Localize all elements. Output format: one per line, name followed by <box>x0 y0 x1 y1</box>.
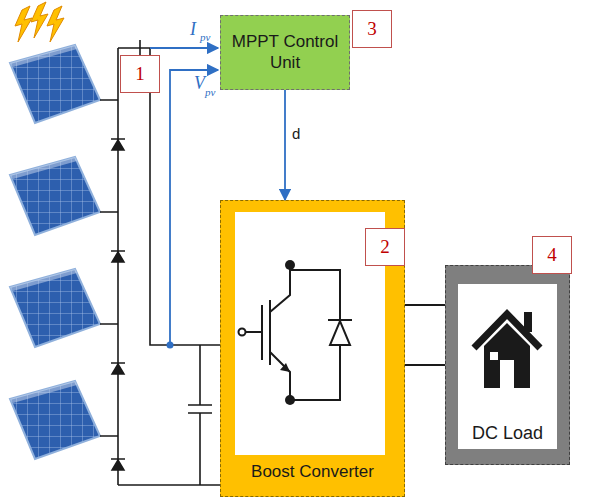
box-label: MPPT Control Unit <box>227 32 343 73</box>
load-fill <box>445 265 570 465</box>
callout-number: 3 <box>352 10 392 48</box>
callout-number: 2 <box>380 236 390 258</box>
signal-subscript: pv <box>205 86 215 98</box>
sun-rays <box>15 2 64 42</box>
duty-signal-arrow <box>284 90 286 200</box>
callout-number: 2 <box>365 228 405 266</box>
dc-wire <box>405 304 445 306</box>
signal-label: d <box>290 125 302 142</box>
sensing-lines <box>150 48 218 345</box>
callout-number: 4 <box>547 244 557 266</box>
load-panel <box>458 284 557 449</box>
boost-fill <box>220 200 405 497</box>
signal-name: V <box>194 73 205 94</box>
box-label: DC Load <box>472 423 543 444</box>
sense-dot <box>167 342 174 349</box>
callout-number: 1 <box>135 63 145 85</box>
house-icon <box>474 312 540 388</box>
load-box: DC Load <box>445 265 570 465</box>
emitter-dot <box>285 395 295 405</box>
control-box: MPPT Control Unit <box>220 15 350 90</box>
callout-number: 4 <box>532 236 572 274</box>
bypass-diodes <box>111 139 125 470</box>
emitter-arrow <box>280 363 290 372</box>
igbt-symbol <box>239 265 353 400</box>
signal-name: I <box>190 19 196 40</box>
callout-number: 1 <box>120 55 160 93</box>
collector-dot <box>285 260 295 270</box>
dc-wire <box>405 364 445 366</box>
solar-panels <box>10 45 100 459</box>
callout-number: 3 <box>367 18 377 40</box>
box-label: Boost Converter <box>251 462 374 482</box>
switch-panel <box>235 212 385 455</box>
signal-subscript: pv <box>200 31 210 43</box>
pv-wiring <box>100 40 220 485</box>
